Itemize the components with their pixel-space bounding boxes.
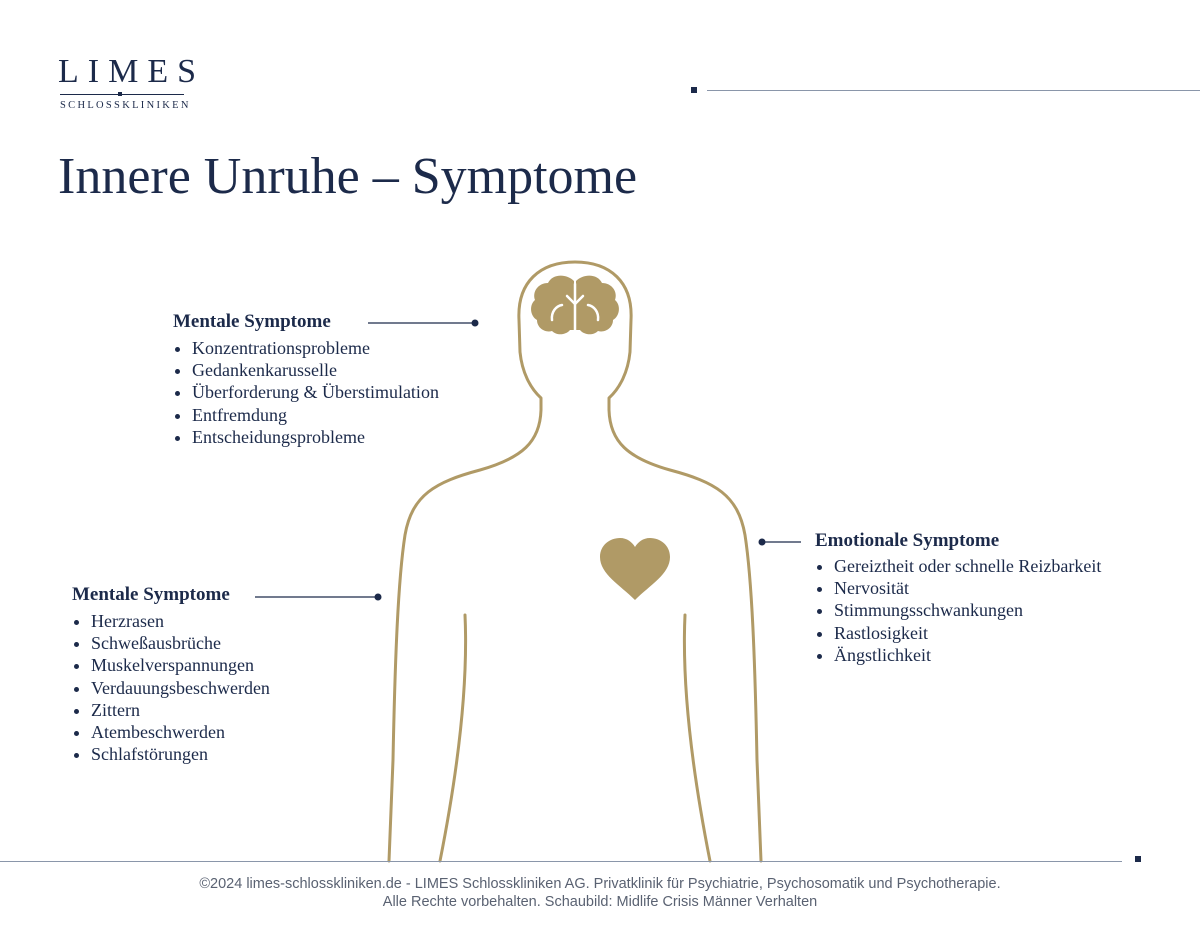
- list-item: Schlafstörungen: [72, 743, 270, 765]
- list-item: Konzentrationsprobleme: [173, 337, 439, 359]
- list-item: Entfremdung: [173, 404, 439, 426]
- connector-mental-bottom: [255, 593, 382, 601]
- list-item: Verdauungsbeschwerden: [72, 677, 270, 699]
- mental-symptoms-heading-top: Mentale Symptome: [173, 311, 331, 332]
- right-arm-line: [682, 613, 712, 863]
- connector-mental-top: [368, 319, 479, 327]
- left-arm-line: [438, 613, 468, 863]
- logo-divider: [60, 94, 184, 95]
- top-rule-marker: [691, 87, 697, 93]
- mental-symptoms-list-bottom: Herzrasen Schweßausbrüche Muskelverspann…: [72, 610, 270, 765]
- emotional-symptoms-list: Gereiztheit oder schnelle Reizbarkeit Ne…: [815, 555, 1101, 666]
- list-item: Rastlosigkeit: [815, 622, 1101, 644]
- list-item: Entscheidungsprobleme: [173, 426, 439, 448]
- bottom-rule: [0, 861, 1122, 862]
- logo-subtitle: SCHLOSSKLINIKEN: [60, 100, 191, 111]
- list-item: Schweßausbrüche: [72, 632, 270, 654]
- brain-icon: [531, 275, 619, 335]
- mental-symptoms-heading-bottom: Mentale Symptome: [72, 584, 230, 605]
- list-item: Gedankenkarusselle: [173, 359, 439, 381]
- page-title: Innere Unruhe – Symptome: [58, 148, 638, 205]
- list-item: Nervosität: [815, 577, 1101, 599]
- list-item: Gereiztheit oder schnelle Reizbarkeit: [815, 555, 1101, 577]
- heart-icon: [600, 538, 670, 600]
- emotional-symptoms-heading: Emotionale Symptome: [815, 530, 1000, 551]
- list-item: Überforderung & Überstimulation: [173, 381, 439, 403]
- list-item: Herzrasen: [72, 610, 270, 632]
- bottom-rule-marker: [1135, 856, 1141, 862]
- list-item: Atembeschwerden: [72, 721, 270, 743]
- logo-dot: [118, 92, 122, 96]
- connector-emotional: [758, 538, 801, 546]
- footer-rights: Alle Rechte vorbehalten. Schaubild: Midl…: [382, 894, 818, 910]
- footer-copyright: ©2024 limes-schlosskliniken.de - LIMES S…: [199, 876, 1001, 892]
- mental-symptoms-list-top: Konzentrationsprobleme Gedankenkarussell…: [173, 337, 439, 448]
- top-rule: [707, 90, 1200, 91]
- list-item: Stimmungsschwankungen: [815, 599, 1101, 621]
- logo-wordmark: LIMES: [58, 53, 205, 90]
- list-item: Zittern: [72, 699, 270, 721]
- list-item: Muskelverspannungen: [72, 654, 270, 676]
- list-item: Ängstlichkeit: [815, 644, 1101, 666]
- body-outline: [387, 260, 763, 863]
